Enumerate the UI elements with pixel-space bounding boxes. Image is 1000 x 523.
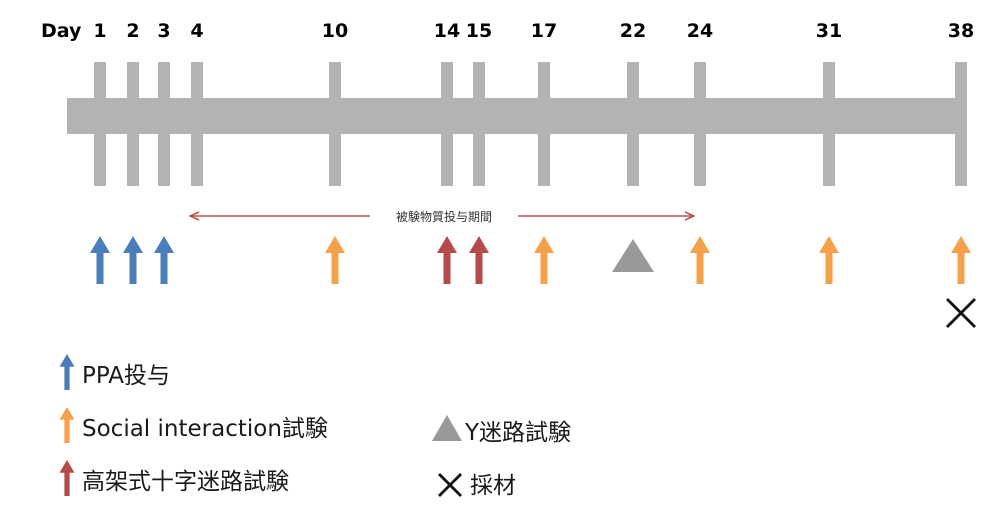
legend-ppa-label: PPA投与 xyxy=(82,363,170,389)
event-sampling-day-38-cross-icon xyxy=(946,298,976,328)
event-social-day-17-up-arrow-icon xyxy=(534,236,554,284)
day-tick-17 xyxy=(538,62,550,186)
day-label-2: 2 xyxy=(126,20,139,42)
day-label-38: 38 xyxy=(948,20,974,42)
day-tick-38 xyxy=(955,62,967,186)
day-tick-22 xyxy=(627,62,639,186)
legend-ppa-up-arrow-icon xyxy=(59,354,75,390)
day-tick-14 xyxy=(441,62,453,186)
legend-epm-up-arrow-icon xyxy=(59,460,75,496)
event-social-day-31-up-arrow-icon xyxy=(819,236,839,284)
day-tick-4 xyxy=(191,62,203,186)
event-ppa-day-2-up-arrow-icon xyxy=(123,236,143,284)
social-up-arrow-icon xyxy=(59,407,75,443)
legend-sampling-cross-icon xyxy=(438,473,462,497)
day-tick-10 xyxy=(329,62,341,186)
event-epm-day-15-up-arrow-icon xyxy=(469,236,489,284)
day-label-10: 10 xyxy=(322,20,348,42)
event-social-day-10-up-arrow-icon xyxy=(325,236,345,284)
legend: PPA投与 Social interaction試験 高架式十字迷路試験 Y迷路… xyxy=(59,354,571,499)
legend-social-up-arrow-icon xyxy=(59,407,75,443)
timeline-bar xyxy=(67,98,964,134)
day-tick-15 xyxy=(473,62,485,186)
legend-ymaze-triangle-icon xyxy=(432,415,462,441)
day-label-17: 17 xyxy=(531,20,557,42)
day-tick-31 xyxy=(823,62,835,186)
legend-sampling-label: 採材 xyxy=(470,473,516,499)
day-tick-1 xyxy=(94,62,106,186)
legend-ymaze-label: Y迷路試験 xyxy=(464,420,571,446)
day-label-14: 14 xyxy=(434,20,460,42)
legend-social-label: Social interaction試験 xyxy=(82,416,328,442)
day-label-1: 1 xyxy=(93,20,106,42)
epm-up-arrow-icon xyxy=(59,460,75,496)
day-prefix-label: Day xyxy=(41,20,82,42)
dosing-period-label: 被験物質投与期間 xyxy=(396,209,492,224)
event-social-day-38-up-arrow-icon xyxy=(951,236,971,284)
legend-epm-label: 高架式十字迷路試験 xyxy=(82,469,289,495)
day-label-22: 22 xyxy=(620,20,646,42)
ppa-up-arrow-icon xyxy=(59,354,75,390)
day-label-31: 31 xyxy=(816,20,842,42)
event-ymaze-day-22-triangle-icon xyxy=(612,239,654,272)
day-label-24: 24 xyxy=(687,20,713,42)
event-ppa-day-3-up-arrow-icon xyxy=(154,236,174,284)
day-tick-24 xyxy=(694,62,706,186)
day-tick-2 xyxy=(127,62,139,186)
day-label-4: 4 xyxy=(190,20,203,42)
day-ticks xyxy=(94,62,967,186)
sampling-cross-icon xyxy=(438,473,462,497)
ymaze-triangle-icon xyxy=(432,415,462,441)
day-label-3: 3 xyxy=(157,20,170,42)
day-tick-3 xyxy=(158,62,170,186)
day-label-15: 15 xyxy=(466,20,492,42)
event-epm-day-14-up-arrow-icon xyxy=(437,236,457,284)
event-social-day-24-up-arrow-icon xyxy=(690,236,710,284)
dosing-period: 被験物質投与期間 xyxy=(190,209,694,224)
event-ppa-day-1-up-arrow-icon xyxy=(90,236,110,284)
event-markers xyxy=(90,236,976,328)
